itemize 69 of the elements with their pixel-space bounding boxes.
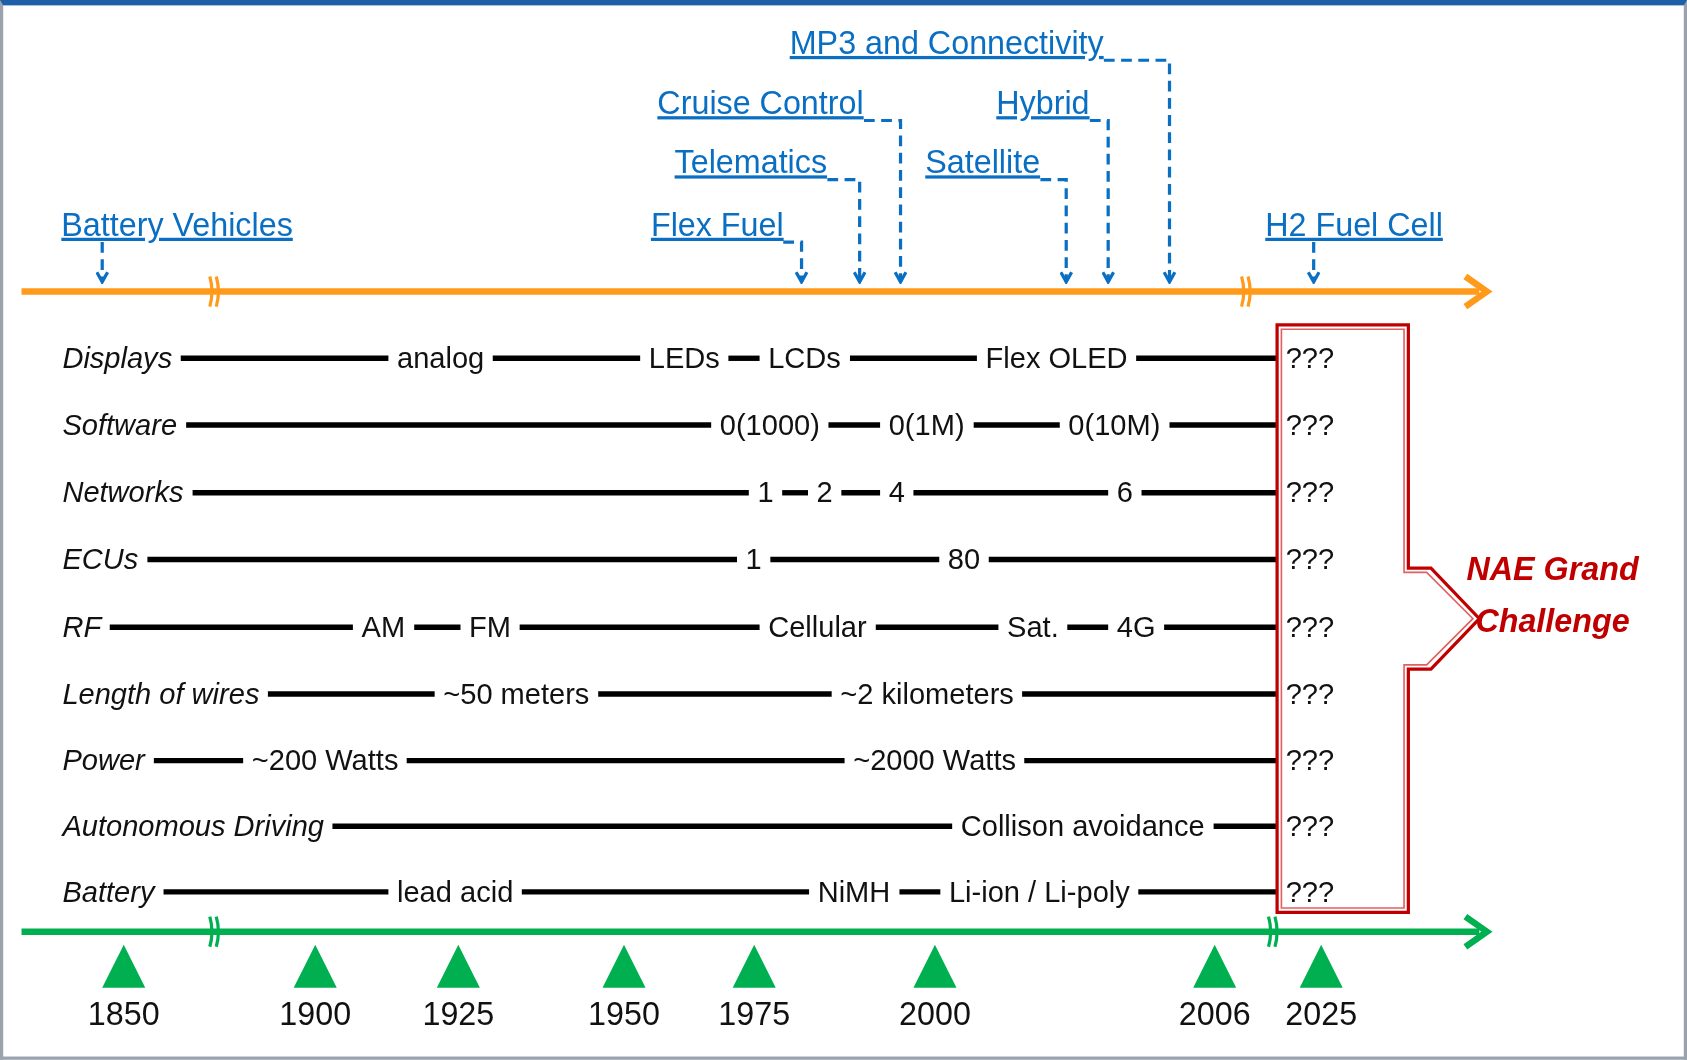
- milestone-label: FM: [468, 610, 513, 646]
- leader-arrow: [1103, 58, 1177, 284]
- timeline-event-label: Hybrid: [996, 83, 1090, 123]
- row-category-label: Autonomous Driving: [62, 809, 325, 845]
- unknown-value-label: ???: [1284, 341, 1336, 377]
- milestone-label: 1: [744, 542, 763, 578]
- milestone-label: 80: [946, 542, 982, 578]
- timeline-event-label: MP3 and Connectivity: [789, 23, 1104, 63]
- milestone-label: Cellular: [767, 610, 868, 646]
- unknown-value-label: ???: [1284, 610, 1336, 646]
- leader-arrow: [95, 242, 110, 284]
- milestone-label: ~200 Watts: [250, 743, 400, 779]
- row-category-label: Length of wires: [62, 676, 261, 713]
- milestone-label: 2: [815, 475, 834, 511]
- year-label: 1850: [86, 995, 161, 1034]
- year-label: 1900: [278, 995, 353, 1034]
- milestone-label: ~50 meters: [442, 676, 591, 713]
- row-category-label: Software: [62, 407, 179, 444]
- unknown-value-label: ???: [1284, 809, 1336, 845]
- timeline-event-label: Battery Vehicles: [61, 205, 293, 245]
- milestone-label: LCDs: [767, 341, 842, 377]
- row-category-label: Power: [62, 743, 147, 779]
- callout-text: NAE Grand Challenge: [1465, 549, 1641, 641]
- milestone-label: ~2 kilometers: [839, 676, 1015, 713]
- year-label: 1925: [421, 995, 496, 1034]
- milestone-label: Flex OLED: [984, 341, 1129, 377]
- milestone-label: 0(10M): [1067, 407, 1162, 444]
- milestone-label: 6: [1115, 475, 1134, 511]
- milestone-label: Li-ion / Li-poly: [947, 874, 1131, 911]
- unknown-value-label: ???: [1284, 407, 1336, 444]
- milestone-label: 4: [887, 475, 906, 511]
- timeline-event-label: Satellite: [925, 143, 1041, 182]
- timeline-event-label: Cruise Control: [657, 83, 864, 123]
- row-category-label: ECUs: [62, 542, 140, 578]
- leader-arrow: [1089, 118, 1116, 284]
- unknown-value-label: ???: [1284, 676, 1336, 713]
- row-category-label: RF: [62, 610, 104, 646]
- milestone-label: Collison avoidance: [959, 809, 1206, 845]
- year-label: 1950: [587, 995, 661, 1034]
- milestone-label: Sat.: [1006, 610, 1060, 646]
- milestone-label: analog: [396, 341, 486, 377]
- milestone-label: LEDs: [647, 341, 721, 377]
- leader-arrow: [827, 178, 867, 284]
- leader-arrow: [1306, 242, 1321, 284]
- year-label: 2006: [1177, 995, 1252, 1034]
- row-category-label: Networks: [62, 475, 185, 511]
- row-category-label: Displays: [62, 341, 174, 377]
- milestone-label: NiMH: [816, 874, 892, 911]
- leader-arrow: [783, 240, 809, 284]
- milestone-label: lead acid: [396, 874, 515, 911]
- leader-arrow: [1040, 178, 1074, 284]
- unknown-value-label: ???: [1284, 475, 1336, 511]
- milestone-label: ~2000 Watts: [852, 743, 1017, 779]
- row-category-label: Battery: [62, 874, 157, 911]
- milestone-label: 4G: [1115, 610, 1157, 646]
- milestone-label: AM: [360, 610, 407, 646]
- year-label: 2000: [898, 995, 972, 1034]
- year-label: 2025: [1284, 995, 1359, 1034]
- timeline-event-label: Flex Fuel: [650, 205, 784, 245]
- milestone-label: 0(1M): [887, 407, 966, 444]
- milestone-label: 1: [756, 475, 775, 511]
- milestone-label: 0(1000): [718, 407, 821, 444]
- leader-arrow: [863, 118, 908, 284]
- year-label: 1975: [717, 995, 792, 1034]
- unknown-value-label: ???: [1284, 743, 1336, 779]
- unknown-value-label: ???: [1284, 542, 1336, 578]
- unknown-value-label: ???: [1284, 874, 1336, 911]
- timeline-event-label: H2 Fuel Cell: [1265, 205, 1443, 245]
- timeline-event-label: Telematics: [674, 143, 828, 182]
